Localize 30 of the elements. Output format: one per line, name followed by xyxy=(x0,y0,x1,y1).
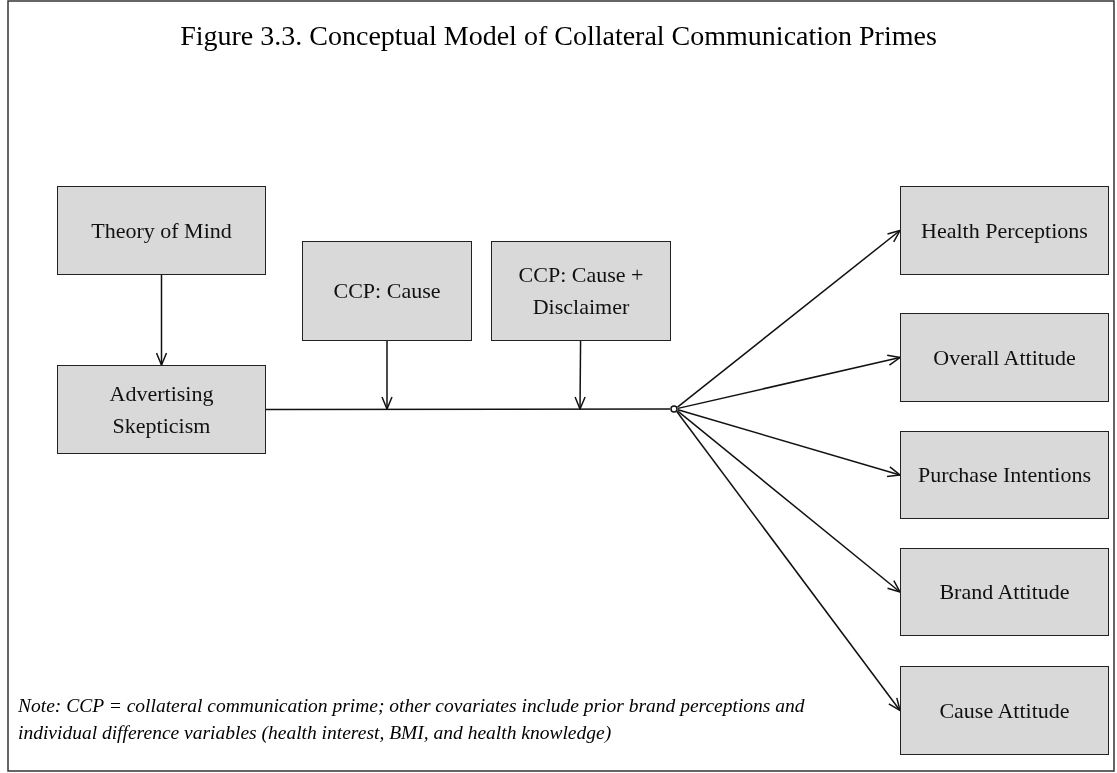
box-label: Overall Attitude xyxy=(933,343,1076,372)
variable-box xyxy=(900,186,1109,275)
arrow xyxy=(677,409,901,478)
arrow xyxy=(677,354,901,410)
arrow xyxy=(381,340,393,410)
box-label: Purchase Intentions xyxy=(918,461,1091,489)
box-label: Health Perceptions xyxy=(921,216,1088,245)
box-label: Cause Attitude xyxy=(939,696,1070,725)
variable-box xyxy=(900,548,1109,636)
note-text: Note: CCP = collateral communication prime; other covariates include prior brand perceptions and individual difference variables (health interest, BMI, and health knowledge) xyxy=(18,694,806,745)
variable-box xyxy=(302,241,472,341)
box-label: Advertising Skepticism xyxy=(108,379,215,440)
variable-box xyxy=(57,365,266,454)
arrow xyxy=(574,340,586,410)
arrow xyxy=(676,410,901,593)
arrow xyxy=(676,410,901,712)
connector-line xyxy=(265,408,671,411)
box-label: CCP: Cause xyxy=(333,277,441,305)
arrow xyxy=(676,229,901,408)
variable-box xyxy=(491,241,671,341)
arrow xyxy=(155,274,168,366)
figure-title: Figure 3.3. Conceptual Model of Collateral Communication Primes xyxy=(179,19,938,53)
variable-box xyxy=(900,313,1109,402)
box-label: CCP: Cause + Disclaimer xyxy=(517,261,645,321)
variable-box xyxy=(57,186,266,275)
box-label: Theory of Mind xyxy=(91,216,232,245)
variable-box xyxy=(900,666,1109,755)
variable-box xyxy=(900,431,1109,519)
junction-dot xyxy=(670,405,678,413)
box-label: Brand Attitude xyxy=(939,578,1070,606)
